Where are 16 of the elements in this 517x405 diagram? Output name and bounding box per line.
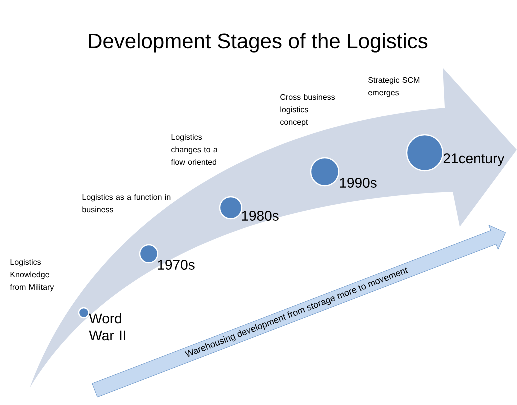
- timeline-dot: [219, 196, 243, 220]
- year-label: Word War II: [89, 313, 126, 341]
- title: Development Stages of the Logistics: [89, 33, 428, 53]
- stage-description: Logistics Knowledge from Military: [10, 259, 54, 292]
- stage-description: Logistics changes to a flow oriented: [171, 134, 218, 166]
- year-label: 1970s: [158, 260, 195, 270]
- stage-description: Strategic SCM emerges: [368, 77, 420, 98]
- stage-description: Cross business logistics concept: [280, 94, 336, 127]
- year-label: 21century: [444, 154, 505, 166]
- timeline-dot: [406, 134, 444, 172]
- stage-description: Logistics as a function in business: [82, 194, 171, 213]
- timeline-dot: [139, 244, 159, 264]
- year-label: 1980s: [242, 211, 279, 221]
- timeline-dot: [78, 307, 90, 319]
- year-label: 1990s: [340, 178, 377, 188]
- timeline-dot: [310, 157, 340, 187]
